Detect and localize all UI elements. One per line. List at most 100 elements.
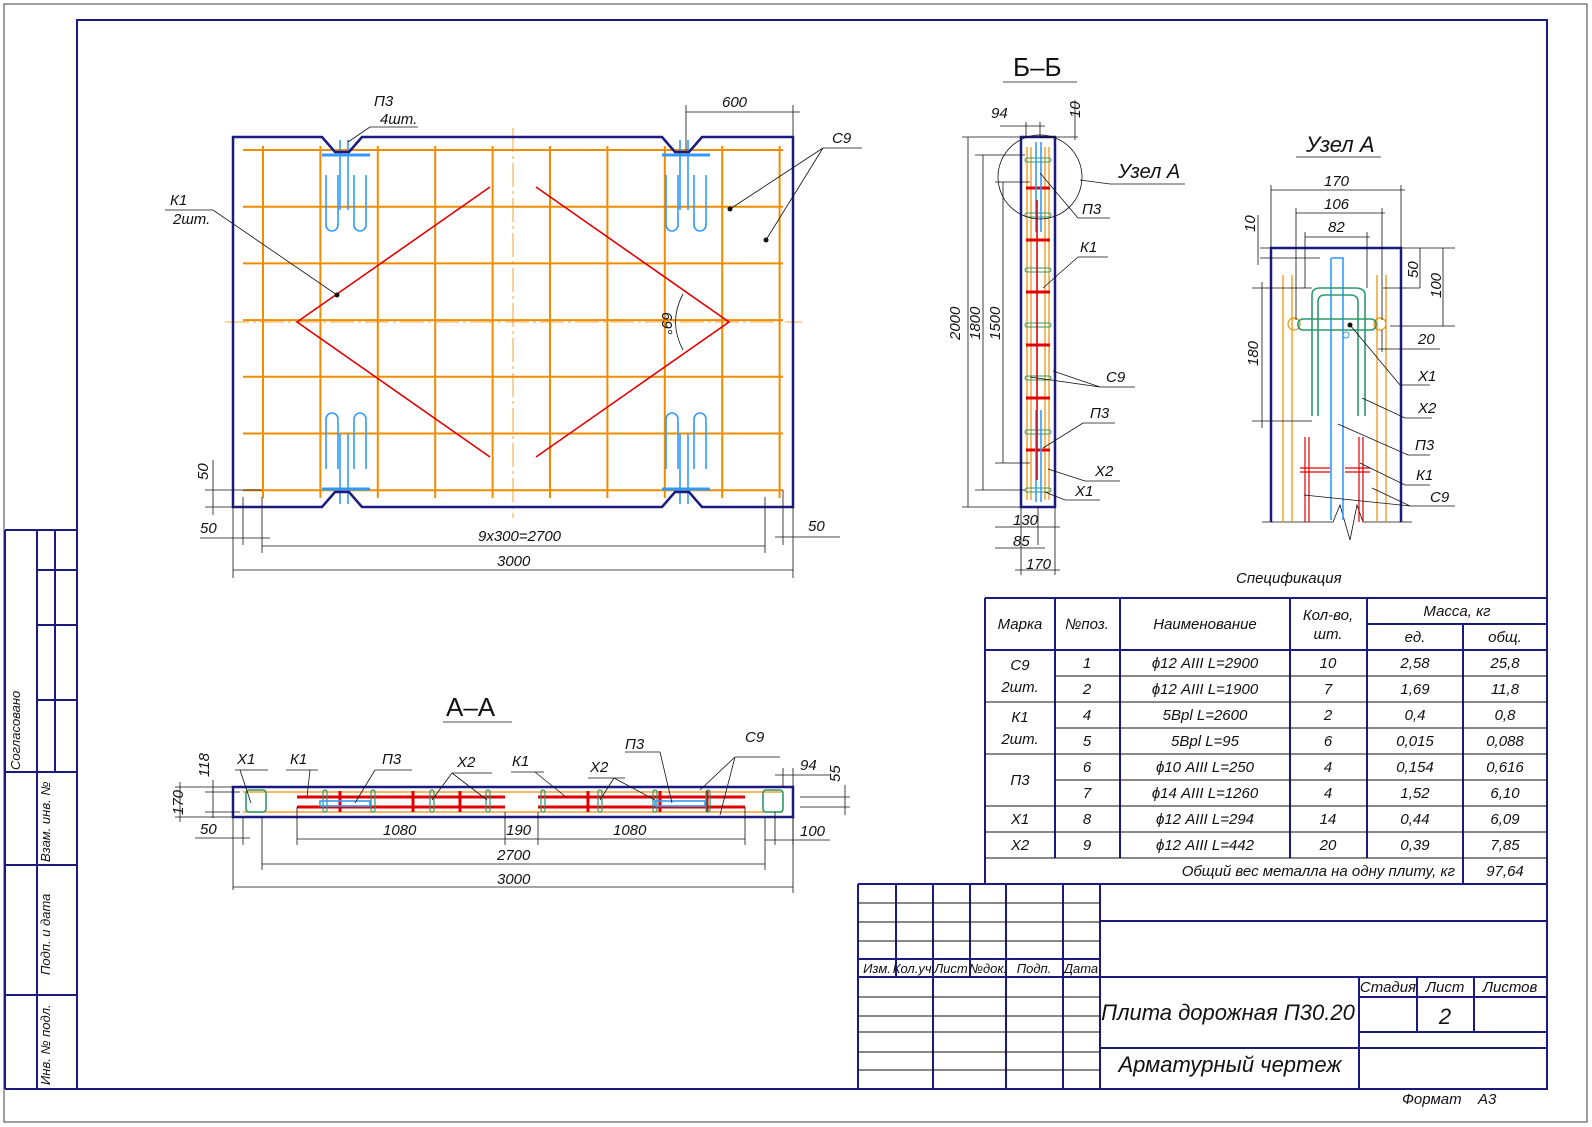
title-block: Изм. Кол.уч. Лист №док. Подп. Дата Плита… bbox=[857, 883, 1547, 1108]
dim-600: 600 bbox=[722, 94, 748, 111]
dim-130: 130 bbox=[1013, 512, 1039, 529]
na-dim-180: 180 bbox=[1245, 340, 1262, 366]
bb-label-c9: С9 bbox=[1106, 369, 1126, 386]
dim-50-right: 50 bbox=[808, 518, 825, 535]
aa-dim-94: 94 bbox=[800, 757, 817, 774]
bb-label-x2: Х2 bbox=[1094, 463, 1114, 480]
section-bb-rebar bbox=[1024, 142, 1052, 502]
spec-header-qty: Кол-во, bbox=[1303, 607, 1353, 624]
section-aa: А–А Х1 К1 П3 Х2 К1 Х2 П3 С9 118 170 50 bbox=[170, 692, 850, 893]
spec-cell-unit: 1,52 bbox=[1400, 785, 1430, 802]
tb-col-count: Кол.уч. bbox=[893, 961, 935, 976]
spec-cell-pos: 4 bbox=[1083, 707, 1091, 724]
aa-frame-k1-right bbox=[538, 791, 745, 812]
spec-mark: Х2 bbox=[1010, 837, 1030, 854]
spec-cell-qty: 6 bbox=[1324, 733, 1333, 750]
dim-angle: 69° bbox=[658, 312, 675, 335]
node-a-callout: Узел А bbox=[1117, 161, 1180, 183]
na-dim-106: 106 bbox=[1324, 196, 1350, 213]
frame-k1-right bbox=[535, 186, 731, 458]
bb-label-k1: К1 bbox=[1080, 239, 1097, 256]
bb-clamp bbox=[1024, 487, 1052, 493]
bb-clamp bbox=[1024, 429, 1052, 435]
aa-dim-100: 100 bbox=[800, 823, 826, 840]
dim-94: 94 bbox=[991, 105, 1008, 122]
loop-p3 bbox=[662, 412, 710, 504]
spec-header-mass-unit: ед. bbox=[1405, 629, 1426, 646]
spec-mark: С9 bbox=[1010, 657, 1030, 674]
tb-format-value: А3 bbox=[1477, 1091, 1497, 1108]
dim-2700: 9х300=2700 bbox=[478, 528, 562, 545]
spec-cell-unit: 0,39 bbox=[1400, 837, 1430, 854]
node-a-frame-k1 bbox=[1300, 437, 1370, 522]
angle-arc bbox=[675, 293, 684, 351]
spec-header-mass-total: общ. bbox=[1488, 629, 1522, 646]
spec-cell-total: 0,8 bbox=[1495, 707, 1517, 724]
bb-label-x1: Х1 bbox=[1074, 483, 1093, 500]
aa-mesh-c9 bbox=[243, 791, 783, 813]
aa-loop-p3-left bbox=[319, 800, 371, 807]
section-bb: Б–Б Узел А 94 10 2000 1800 1500 130 85 1… bbox=[947, 52, 1185, 575]
spec-cell-pos: 8 bbox=[1083, 811, 1092, 828]
dim-10: 10 bbox=[1067, 101, 1084, 118]
aa-label-x2-left: Х2 bbox=[456, 754, 476, 771]
aa-dim-1080-left: 1080 bbox=[383, 822, 417, 839]
spec-cell-unit: 2,58 bbox=[1399, 655, 1430, 672]
tb-col-change: Изм. bbox=[863, 961, 891, 976]
tb-col-date: Дата bbox=[1062, 961, 1098, 976]
specification-table: Спецификация Марка №поз. Наименование Ко… bbox=[984, 570, 1547, 885]
spec-cell-qty: 10 bbox=[1320, 655, 1337, 672]
dim-3000: 3000 bbox=[497, 553, 531, 570]
tb-title: Плита дорожная П30.20 bbox=[1101, 1000, 1355, 1025]
dim-line-600 bbox=[685, 105, 800, 150]
node-a-outline bbox=[1269, 246, 1403, 522]
node-a-callout-circle bbox=[997, 134, 1083, 220]
stamp-orig-inv: Инв. № подл. bbox=[38, 1004, 53, 1085]
spec-cell-total: 6,10 bbox=[1490, 785, 1520, 802]
spec-header-mark: Марка bbox=[998, 616, 1043, 633]
dim-50-left-v: 50 bbox=[195, 463, 212, 480]
bb-clamp bbox=[1024, 212, 1052, 218]
aa-dim-118: 118 bbox=[196, 752, 213, 777]
node-a-clamp-x2 bbox=[1311, 287, 1366, 416]
dim-170: 170 bbox=[1026, 556, 1052, 573]
na-dim-10: 10 bbox=[1242, 215, 1259, 232]
node-a-clamp-x1 bbox=[1297, 318, 1377, 331]
dim-line-3000 bbox=[233, 507, 794, 578]
loop-p3 bbox=[662, 140, 710, 232]
section-aa-title: А–А bbox=[446, 692, 496, 722]
spec-cell-unit: 1,69 bbox=[1400, 681, 1430, 698]
spec-cell-name: ϕ12 AIII L=2900 bbox=[1152, 655, 1259, 672]
aa-dim-50: 50 bbox=[200, 821, 217, 838]
label-c9: С9 bbox=[832, 130, 852, 147]
tb-sheet-value: 2 bbox=[1438, 1004, 1451, 1029]
spec-cell-name: 5Bpl L=95 bbox=[1171, 733, 1240, 750]
spec-header-mass: Масса, кг bbox=[1423, 603, 1491, 620]
label-k1: К1 bbox=[170, 192, 187, 209]
spec-cell-pos: 1 bbox=[1083, 655, 1091, 672]
spec-title: Спецификация bbox=[1236, 570, 1342, 587]
bb-label-p3-top: П3 bbox=[1082, 201, 1102, 218]
bb-label-p3-bottom: П3 bbox=[1090, 405, 1110, 422]
aa-dim-2700: 2700 bbox=[496, 847, 531, 864]
spec-cell-qty: 4 bbox=[1324, 785, 1332, 802]
stamp-replaced-inv: Взам. инв. № bbox=[38, 782, 53, 862]
spec-header-name: Наименование bbox=[1153, 616, 1257, 633]
node-a-detail: Узел А 170 106 82 10 50 100 20 180 Х1 Х2 bbox=[1242, 132, 1455, 541]
aa-dim-190: 190 bbox=[506, 822, 532, 839]
aa-label-p3-left: П3 bbox=[382, 751, 402, 768]
clamp-x2 bbox=[705, 789, 711, 813]
spec-total-label: Общий вес металла на одну плиту, кг bbox=[1182, 863, 1456, 880]
sheet-border bbox=[3, 3, 1588, 1123]
aa-dim-1080-right: 1080 bbox=[613, 822, 647, 839]
stamp-sign-date: Подп. и дата bbox=[38, 894, 53, 975]
spec-cell-pos: 5 bbox=[1083, 733, 1092, 750]
aa-label-c9: С9 bbox=[745, 729, 765, 746]
spec-header-pos: №поз. bbox=[1065, 616, 1109, 633]
spec-cell-unit: 0,4 bbox=[1405, 707, 1426, 724]
clamp-x2 bbox=[429, 789, 435, 813]
spec-cell-total: 25,8 bbox=[1489, 655, 1520, 672]
aa-label-x1: Х1 bbox=[236, 751, 255, 768]
